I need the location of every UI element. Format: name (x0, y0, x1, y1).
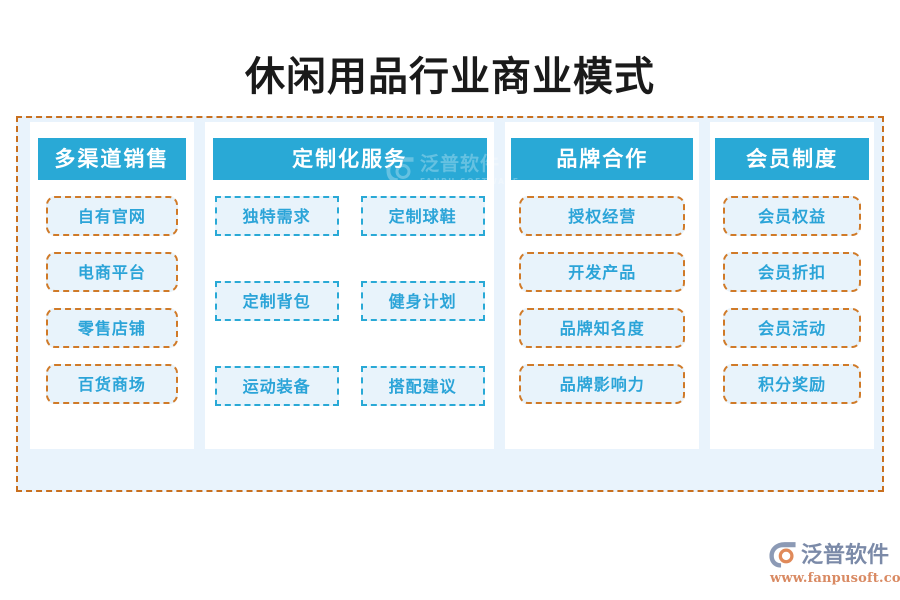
item-list-4: 会员权益 会员折扣 会员活动 积分奖励 (723, 196, 862, 404)
fanpu-logo-mark-icon (768, 540, 797, 569)
item-list-3: 授权经营 开发产品 品牌知名度 品牌影响力 (519, 196, 686, 404)
brand-logo: 泛普软件 www.fanpusoft.com (768, 540, 900, 592)
list-item[interactable]: 积分奖励 (723, 364, 862, 404)
list-item[interactable]: 会员活动 (723, 308, 862, 348)
column-customized-service: 定制化服务 独特需求 定制球鞋 定制背包 健身计划 运动装备 搭配建议 (204, 122, 495, 449)
column-body-4: 会员权益 会员折扣 会员活动 积分奖励 (710, 196, 874, 449)
list-item[interactable]: 自有官网 (45, 196, 178, 236)
list-item[interactable]: 零售店铺 (45, 308, 178, 348)
column-header-3: 品牌合作 (511, 138, 694, 180)
column-header-2: 定制化服务 (212, 138, 487, 180)
list-item[interactable]: 会员折扣 (723, 252, 862, 292)
list-item[interactable]: 品牌知名度 (519, 308, 686, 348)
list-item[interactable]: 运动装备 (214, 366, 339, 406)
item-list-1: 自有官网 电商平台 零售店铺 百货商场 (45, 196, 178, 404)
columns-container: 多渠道销售 自有官网 电商平台 零售店铺 百货商场 定制化服务 独特需求 定制球… (30, 122, 874, 449)
column-header-4: 会员制度 (715, 138, 870, 180)
item-grid-2: 独特需求 定制球鞋 定制背包 健身计划 运动装备 搭配建议 (214, 196, 485, 406)
list-item[interactable]: 百货商场 (45, 364, 178, 404)
list-item[interactable]: 定制球鞋 (360, 196, 485, 236)
list-item[interactable]: 开发产品 (519, 252, 686, 292)
list-item[interactable]: 搭配建议 (360, 366, 485, 406)
list-item[interactable]: 授权经营 (519, 196, 686, 236)
list-item[interactable]: 电商平台 (45, 252, 178, 292)
list-item[interactable]: 会员权益 (723, 196, 862, 236)
page-title: 休闲用品行业商业模式 (245, 53, 655, 100)
list-item[interactable]: 定制背包 (214, 281, 339, 321)
column-header-1: 多渠道销售 (37, 138, 186, 180)
column-body-3: 授权经营 开发产品 品牌知名度 品牌影响力 (505, 196, 699, 449)
column-body-1: 自有官网 电商平台 零售店铺 百货商场 (30, 196, 194, 449)
list-item[interactable]: 独特需求 (214, 196, 339, 236)
column-multi-channel-sales: 多渠道销售 自有官网 电商平台 零售店铺 百货商场 (30, 122, 194, 449)
brand-url: www.fanpusoft.com (770, 571, 900, 586)
brand-row: 泛普软件 (768, 540, 889, 569)
column-body-2: 独特需求 定制球鞋 定制背包 健身计划 运动装备 搭配建议 (205, 196, 495, 449)
brand-name-cn: 泛普软件 (801, 541, 890, 568)
list-item[interactable]: 品牌影响力 (519, 364, 686, 404)
list-item[interactable]: 健身计划 (360, 281, 485, 321)
column-brand-cooperation: 品牌合作 授权经营 开发产品 品牌知名度 品牌影响力 (505, 122, 700, 449)
column-membership-system: 会员制度 会员权益 会员折扣 会员活动 积分奖励 (710, 122, 874, 449)
